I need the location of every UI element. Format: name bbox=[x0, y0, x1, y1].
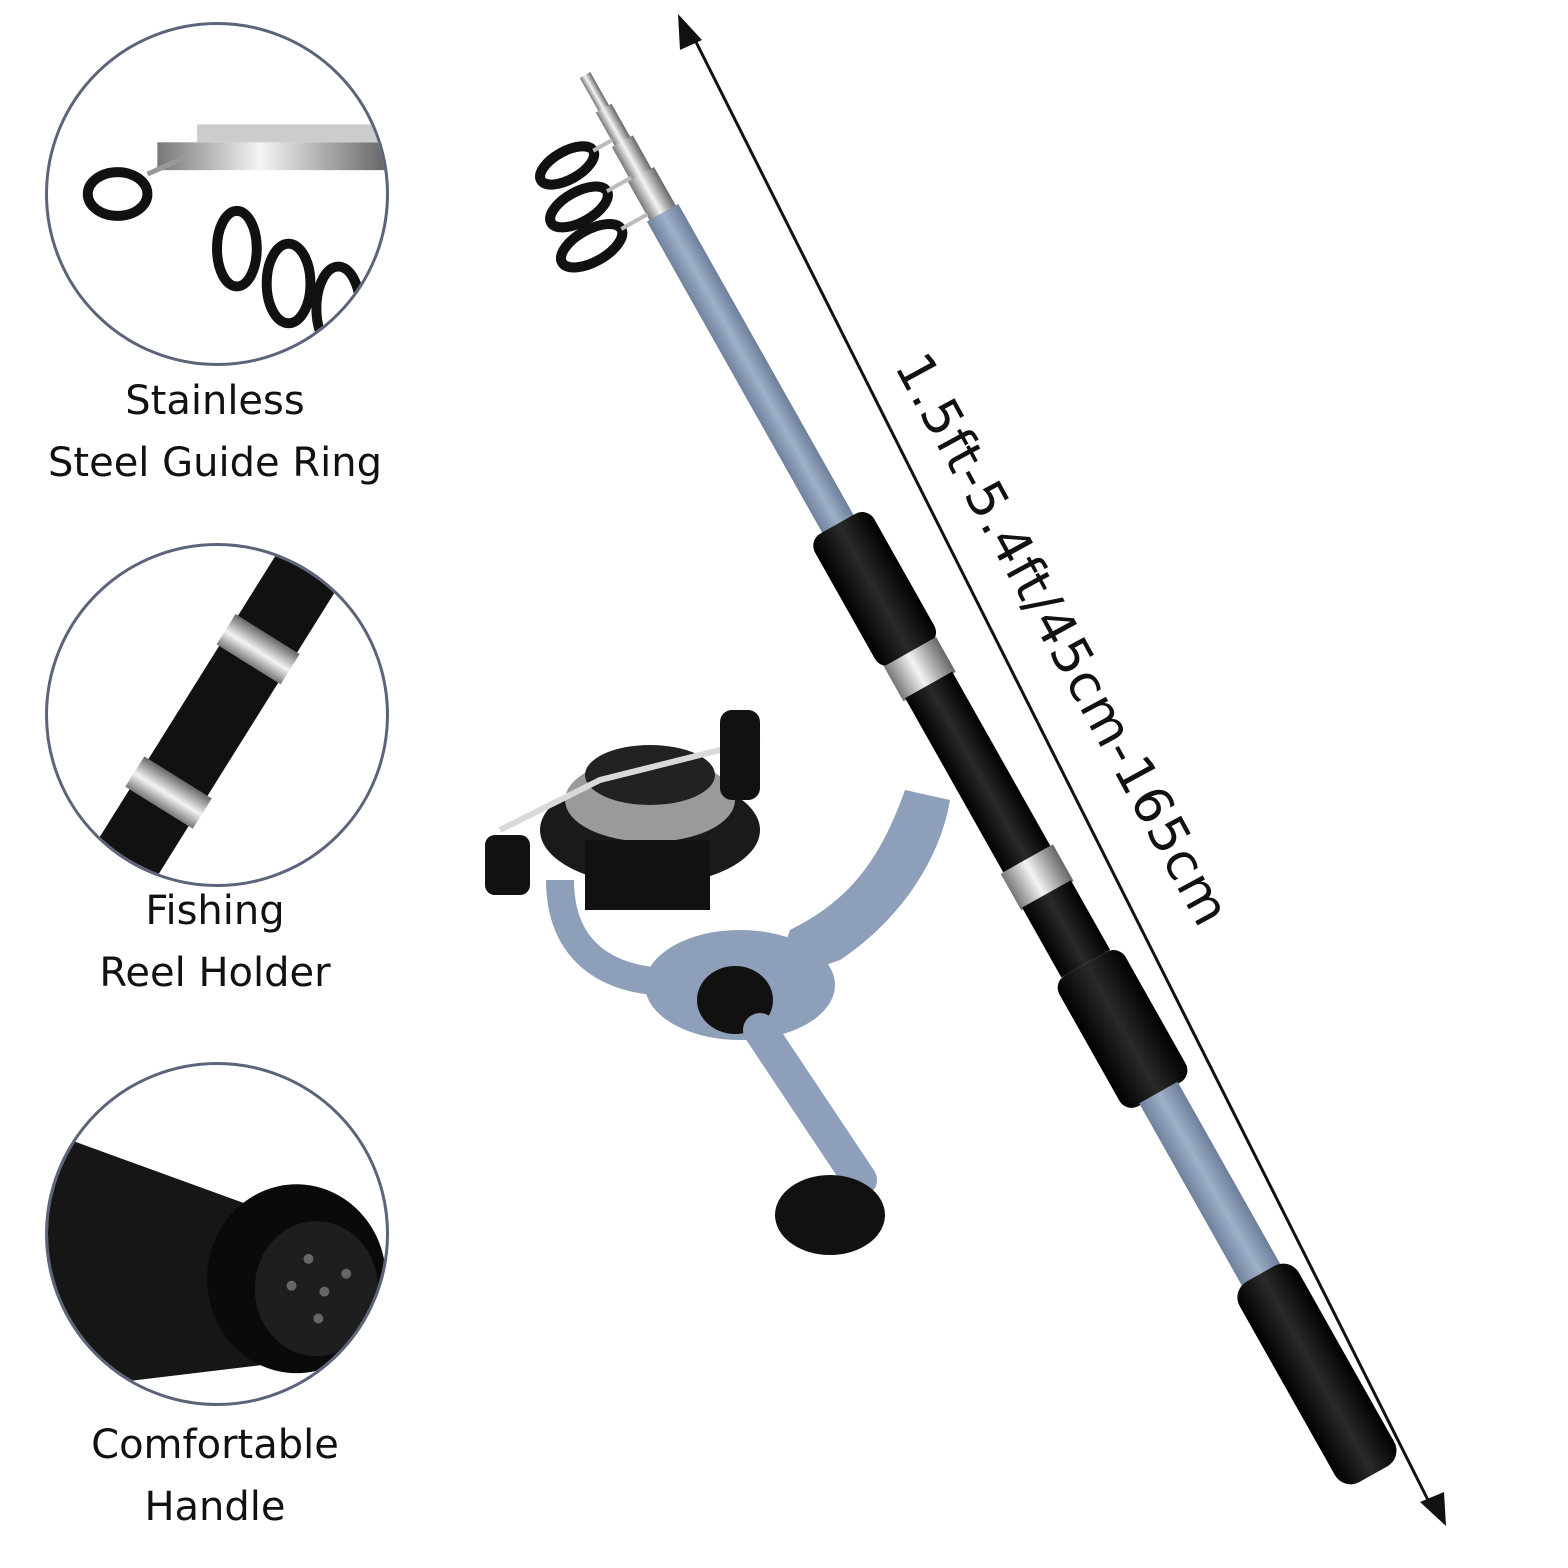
reel-holder-detail-image bbox=[45, 543, 389, 887]
dimension-arrow bbox=[678, 14, 1446, 1526]
guide-ring-icon bbox=[82, 124, 386, 356]
guide-ring-caption: Stainless Steel Guide Ring bbox=[48, 378, 382, 486]
telescopic-rod bbox=[535, 72, 1397, 1485]
handle-icon bbox=[48, 1131, 386, 1391]
handle-caption: Comfortable Handle bbox=[91, 1422, 339, 1530]
guide-ring-detail-image bbox=[45, 22, 389, 366]
reel-holder-icon bbox=[76, 546, 358, 884]
handle-detail-image bbox=[45, 1062, 389, 1406]
spinning-reel bbox=[485, 710, 950, 1255]
reel-holder-caption: Fishing Reel Holder bbox=[99, 888, 331, 996]
